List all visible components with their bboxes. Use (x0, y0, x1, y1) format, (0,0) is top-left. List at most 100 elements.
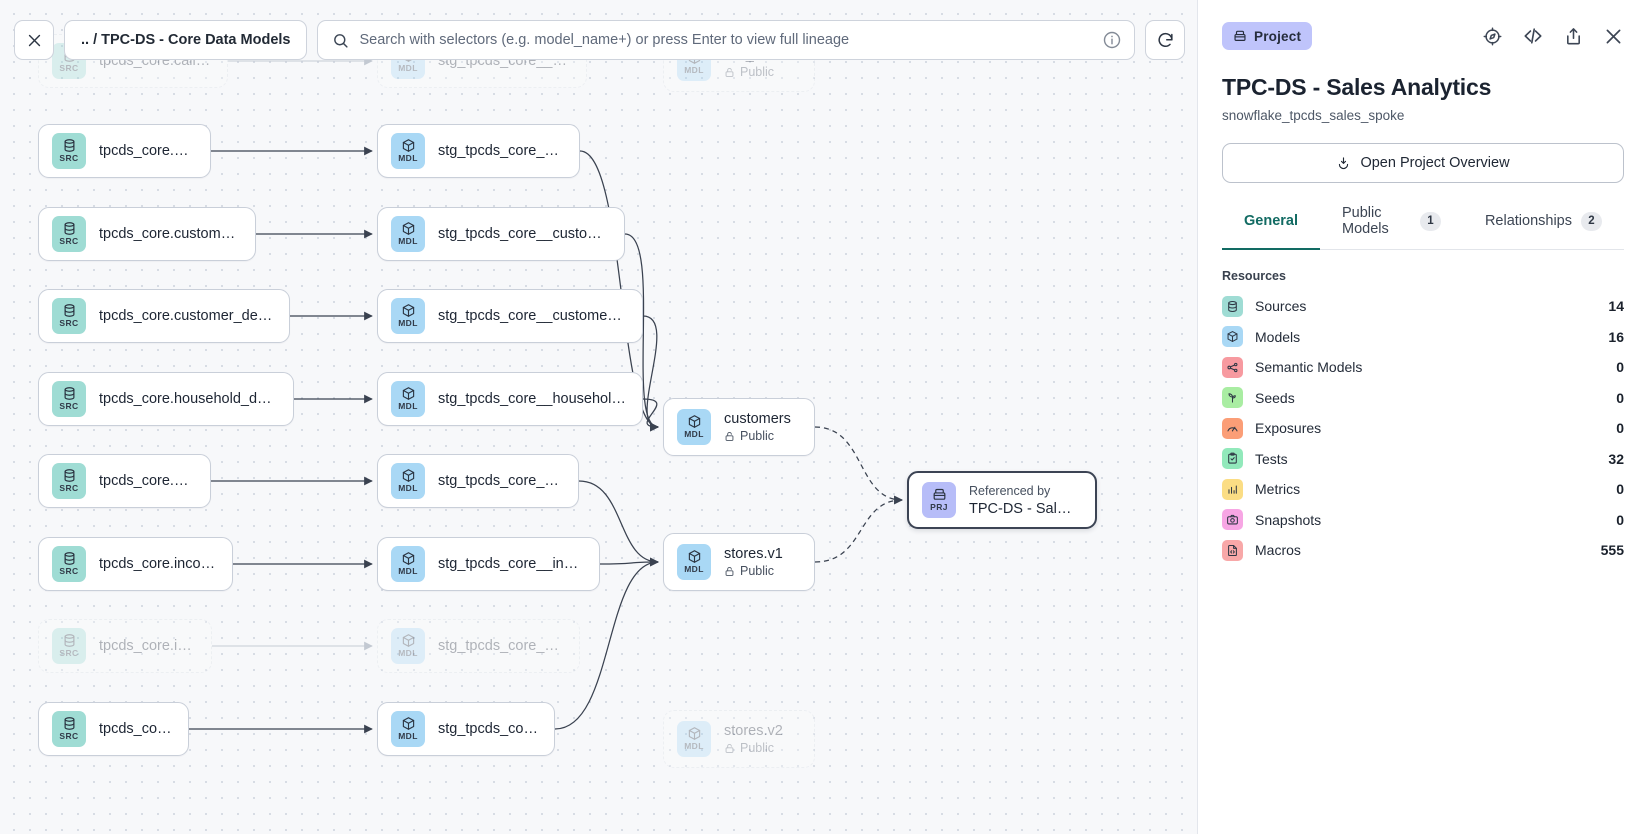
database-icon (1222, 295, 1243, 317)
lock-icon (724, 566, 735, 577)
open-project-overview-button[interactable]: Open Project Overview (1222, 143, 1624, 183)
overview-icon (1336, 156, 1351, 171)
node-type-badge-src: SRC (52, 463, 86, 499)
node-type-label: MDL (398, 483, 418, 493)
resource-kind-label: Project (1254, 28, 1302, 44)
node-type-label: MDL (398, 318, 418, 328)
project-icon (1233, 29, 1247, 43)
lineage-edge (642, 315, 659, 432)
lineage-node-src-customer[interactable]: SRC tpcds_core.customer (38, 124, 211, 178)
resource-count: 0 (1616, 511, 1624, 528)
lineage-node-mdl-date-dim[interactable]: MDL stg_tpcds_core__date_dim (377, 454, 579, 508)
node-type-label: MDL (684, 65, 704, 75)
graph-nodes-icon (1222, 356, 1243, 378)
panel-action-icons (1482, 25, 1624, 47)
search-box[interactable] (317, 20, 1135, 60)
node-body: call_centersPublic (724, 47, 798, 79)
node-body: tpcds_core.household_demographics (99, 391, 277, 407)
node-title: tpcds_core.household_demographics (99, 391, 277, 407)
node-body: tpcds_core.customer_address (99, 226, 239, 242)
page-title: TPC-DS - Sales Analytics (1222, 74, 1492, 100)
node-type-label: SRC (59, 153, 79, 163)
info-icon[interactable] (1102, 30, 1122, 50)
share-icon[interactable] (1563, 26, 1584, 47)
node-title: tpcds_core.store (99, 721, 172, 737)
resource-count: 14 (1608, 298, 1624, 315)
lineage-node-src-store[interactable]: SRC tpcds_core.store (38, 702, 189, 756)
explore-icon[interactable] (1482, 26, 1503, 47)
node-type-label: SRC (59, 401, 79, 411)
gauge-icon (1222, 417, 1243, 439)
node-type-label: MDL (684, 564, 704, 574)
close-panel-icon[interactable] (1603, 26, 1624, 47)
lineage-node-src-date-dim[interactable]: SRC tpcds_core.date_dim (38, 454, 211, 508)
node-type-badge-mdl: MDL (677, 409, 711, 445)
resource-kind-badge[interactable]: Project (1222, 22, 1313, 50)
cube-icon (1222, 326, 1243, 348)
search-icon (332, 32, 349, 49)
node-type-badge-prj: PRJ (922, 482, 956, 518)
node-title: stg_tpcds_core__date_dim (438, 473, 562, 489)
lineage-canvas[interactable]: SRCtpcds_core.call_centerMDLstg_tpcds_co… (0, 0, 1198, 834)
node-body: tpcds_core.customer (99, 143, 194, 159)
lineage-node-src-household-demo[interactable]: SRC tpcds_core.household_demographics (38, 372, 294, 426)
code-icon[interactable] (1522, 25, 1544, 47)
refresh-button[interactable] (1145, 20, 1185, 60)
node-visibility-label: Public (740, 65, 775, 79)
node-body: stg_tpcds_core__customer (438, 143, 563, 159)
node-visibility: Public (724, 564, 783, 578)
breadcrumb[interactable]: .. / TPC-DS - Core Data Models (64, 20, 308, 60)
resource-count: 0 (1616, 359, 1624, 376)
resource-label: Seeds (1255, 389, 1295, 406)
lineage-node-src-customer-address[interactable]: SRC tpcds_core.customer_address (38, 207, 256, 261)
lineage-edge (599, 557, 659, 567)
node-title: stg_tpcds_core__customer_demogra… (438, 308, 626, 324)
node-type-label: SRC (59, 236, 79, 246)
search-input[interactable] (359, 32, 1092, 48)
node-type-label: SRC (59, 566, 79, 576)
node-type-badge-mdl: MDL (391, 463, 425, 499)
bar-chart-icon (1222, 478, 1243, 500)
node-title: stores.v2 (724, 723, 783, 739)
resource-label: Exposures (1255, 420, 1322, 437)
close-lineage-button[interactable] (14, 20, 54, 60)
node-visibility-label: Public (740, 741, 775, 755)
node-body: stg_tpcds_core__income_band (438, 556, 583, 572)
lineage-node-mdl-household-demo[interactable]: MDLstg_tpcds_core__household_demogr… (377, 372, 643, 426)
node-type-label: SRC (59, 318, 79, 328)
lineage-node-mdl-customer-demo[interactable]: MDL stg_tpcds_core__customer_demogra… (377, 289, 643, 343)
node-visibility: Public (724, 429, 791, 443)
lineage-edge (814, 426, 903, 505)
node-type-label: SRC (59, 731, 79, 741)
tab-general[interactable]: General (1222, 205, 1320, 250)
node-title: tpcds_core.date_dim (99, 473, 194, 489)
